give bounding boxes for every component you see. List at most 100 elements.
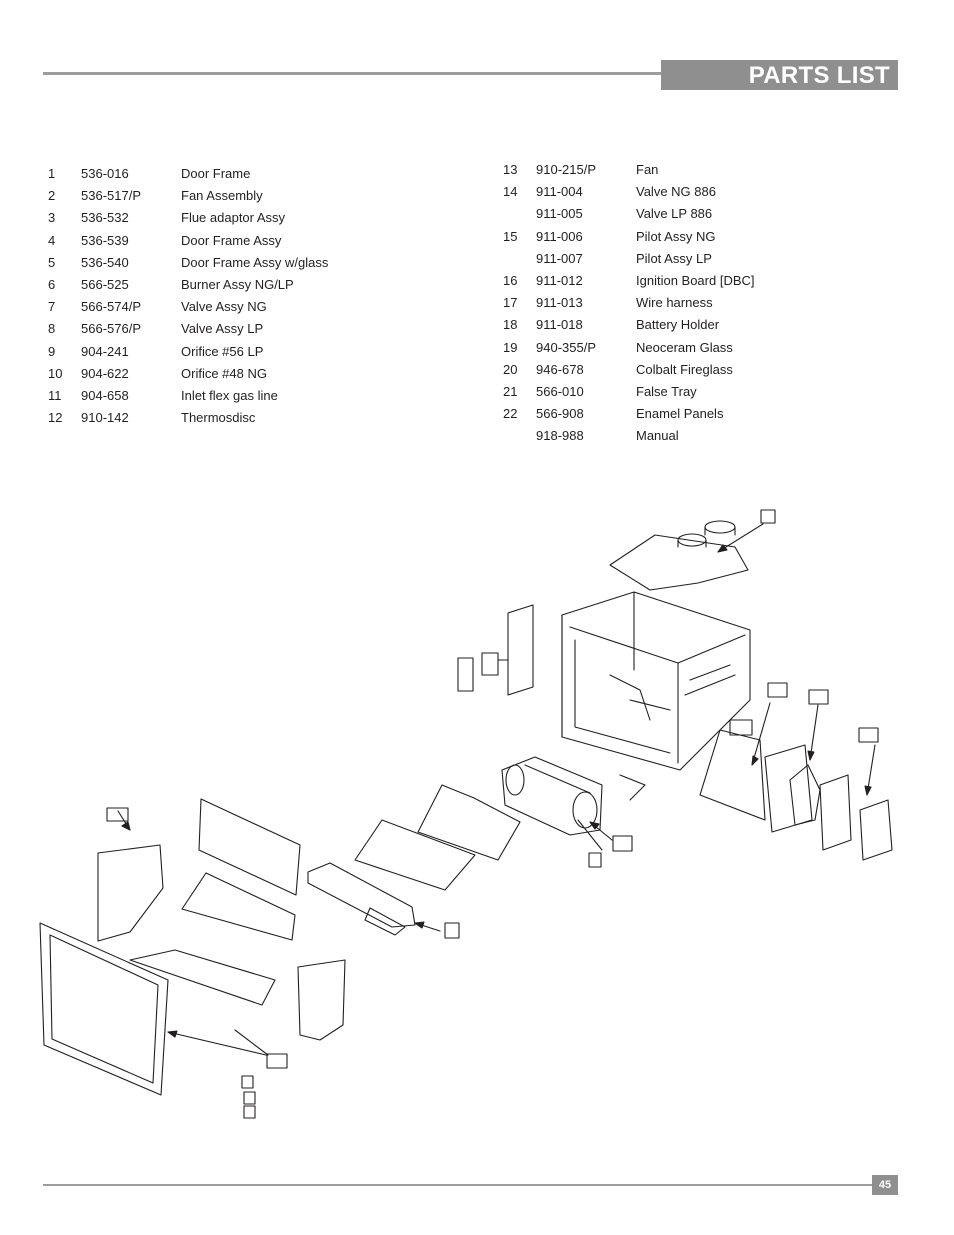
part-code: 946-678 [536,361,584,377]
part-description: Valve LP 886 [636,206,713,222]
parts-row: 10 904-622 Orifice #48 NG [48,363,448,385]
part-code: 911-005 [536,206,583,222]
part-code: 566-525 [81,276,129,292]
part-number-index: 19 [503,339,518,355]
part-description: Door Frame Assy [181,232,282,248]
part-number-index: 21 [503,383,518,399]
footer-rule [43,1184,872,1186]
part-description: Inlet flex gas line [181,387,278,403]
part-code: 536-517/P [81,188,141,204]
parts-row: 16 911-012 Ignition Board [DBC] [503,270,903,292]
part-number-index: 1 [48,166,56,181]
page-number: 45 [878,1179,892,1191]
header-rule [43,72,663,75]
part-number-index: 17 [503,295,518,311]
part-number-index: 9 [48,343,56,359]
part-description: Battery Holder [636,317,720,333]
part-number-index: 20 [503,361,518,377]
part-number-index: 13 [503,162,518,177]
part-number-index: 7 [48,299,56,315]
part-number-index: 5 [48,254,56,270]
part-code: 536-016 [81,166,129,181]
part-number-index: 22 [503,406,518,422]
part-code: 904-241 [81,343,129,359]
parts-row: 14 911-004 Valve NG 886 [503,181,903,203]
part-description: Manual [636,428,679,444]
part-description: Neoceram Glass [636,339,733,355]
parts-row: 4 536-539 Door Frame Assy [48,230,448,252]
part-code: 940-355/P [536,339,596,355]
part-number-index: 14 [503,184,518,200]
firebox-body [561,591,751,771]
part-code: 911-004 [536,184,583,200]
part-code: 918-988 [536,428,584,444]
part-number-index: 3 [48,210,56,226]
callout-box [243,1105,256,1119]
callout-box [808,689,829,705]
callout-box [243,1091,256,1105]
part-code: 566-574/P [81,299,141,315]
part-code: 911-013 [536,295,583,311]
parts-row: 17 911-013 Wire harness [503,292,903,314]
part-code: 904-622 [81,365,129,381]
page-title: PARTS LIST [748,62,890,89]
part-description: Valve NG 886 [636,184,716,200]
part-code: 910-142 [81,410,129,426]
part-description: Burner Assy NG/LP [181,276,294,292]
part-code: 911-012 [536,272,583,288]
part-number-index: 16 [503,272,518,288]
callout-box [760,509,776,524]
parts-row: 911-005 Valve LP 886 [503,203,903,225]
part-description: Pilot Assy NG [636,228,716,244]
callout-box [767,682,788,698]
callout-box [241,1075,254,1089]
exploded-parts-diagram [39,509,893,1119]
parts-row: 22 566-908 Enamel Panels [503,403,903,425]
part-number-index: 6 [48,276,56,292]
parts-row: 19 940-355/P Neoceram Glass [503,337,903,359]
part-number-index: 8 [48,321,56,337]
fan-assembly [501,756,603,836]
door-frame [39,922,169,1096]
page-number-box: 45 [872,1175,898,1195]
part-description: Enamel Panels [636,406,724,422]
part-number-index: 10 [48,365,63,381]
part-description: Valve Assy LP [181,321,264,337]
part-number-index: 12 [48,410,63,426]
part-number-index: 15 [503,228,518,244]
part-description: Fan Assembly [181,188,263,204]
part-description: Pilot Assy LP [636,250,712,266]
page-title-box: PARTS LIST [661,60,898,90]
part-description: Thermosdisc [181,410,256,426]
part-number-index: 4 [48,232,56,248]
part-code: 911-007 [536,250,583,266]
part-code: 566-908 [536,406,584,422]
part-description: Fan [636,162,659,177]
part-number-index: 18 [503,317,518,333]
callout-box [858,727,879,743]
part-code: 536-539 [81,232,129,248]
flue-adaptor-plate [609,534,749,591]
part-description: Orifice #48 NG [181,365,267,381]
part-description: Wire harness [636,295,713,311]
callout-box [444,922,460,939]
burner-assembly [307,862,416,928]
parts-row: 12 910-142 Thermosdisc [48,407,448,429]
callout-box [106,807,129,822]
part-description: Ignition Board [DBC] [636,272,755,288]
callout-box [266,1053,288,1069]
part-code: 904-658 [81,387,129,403]
